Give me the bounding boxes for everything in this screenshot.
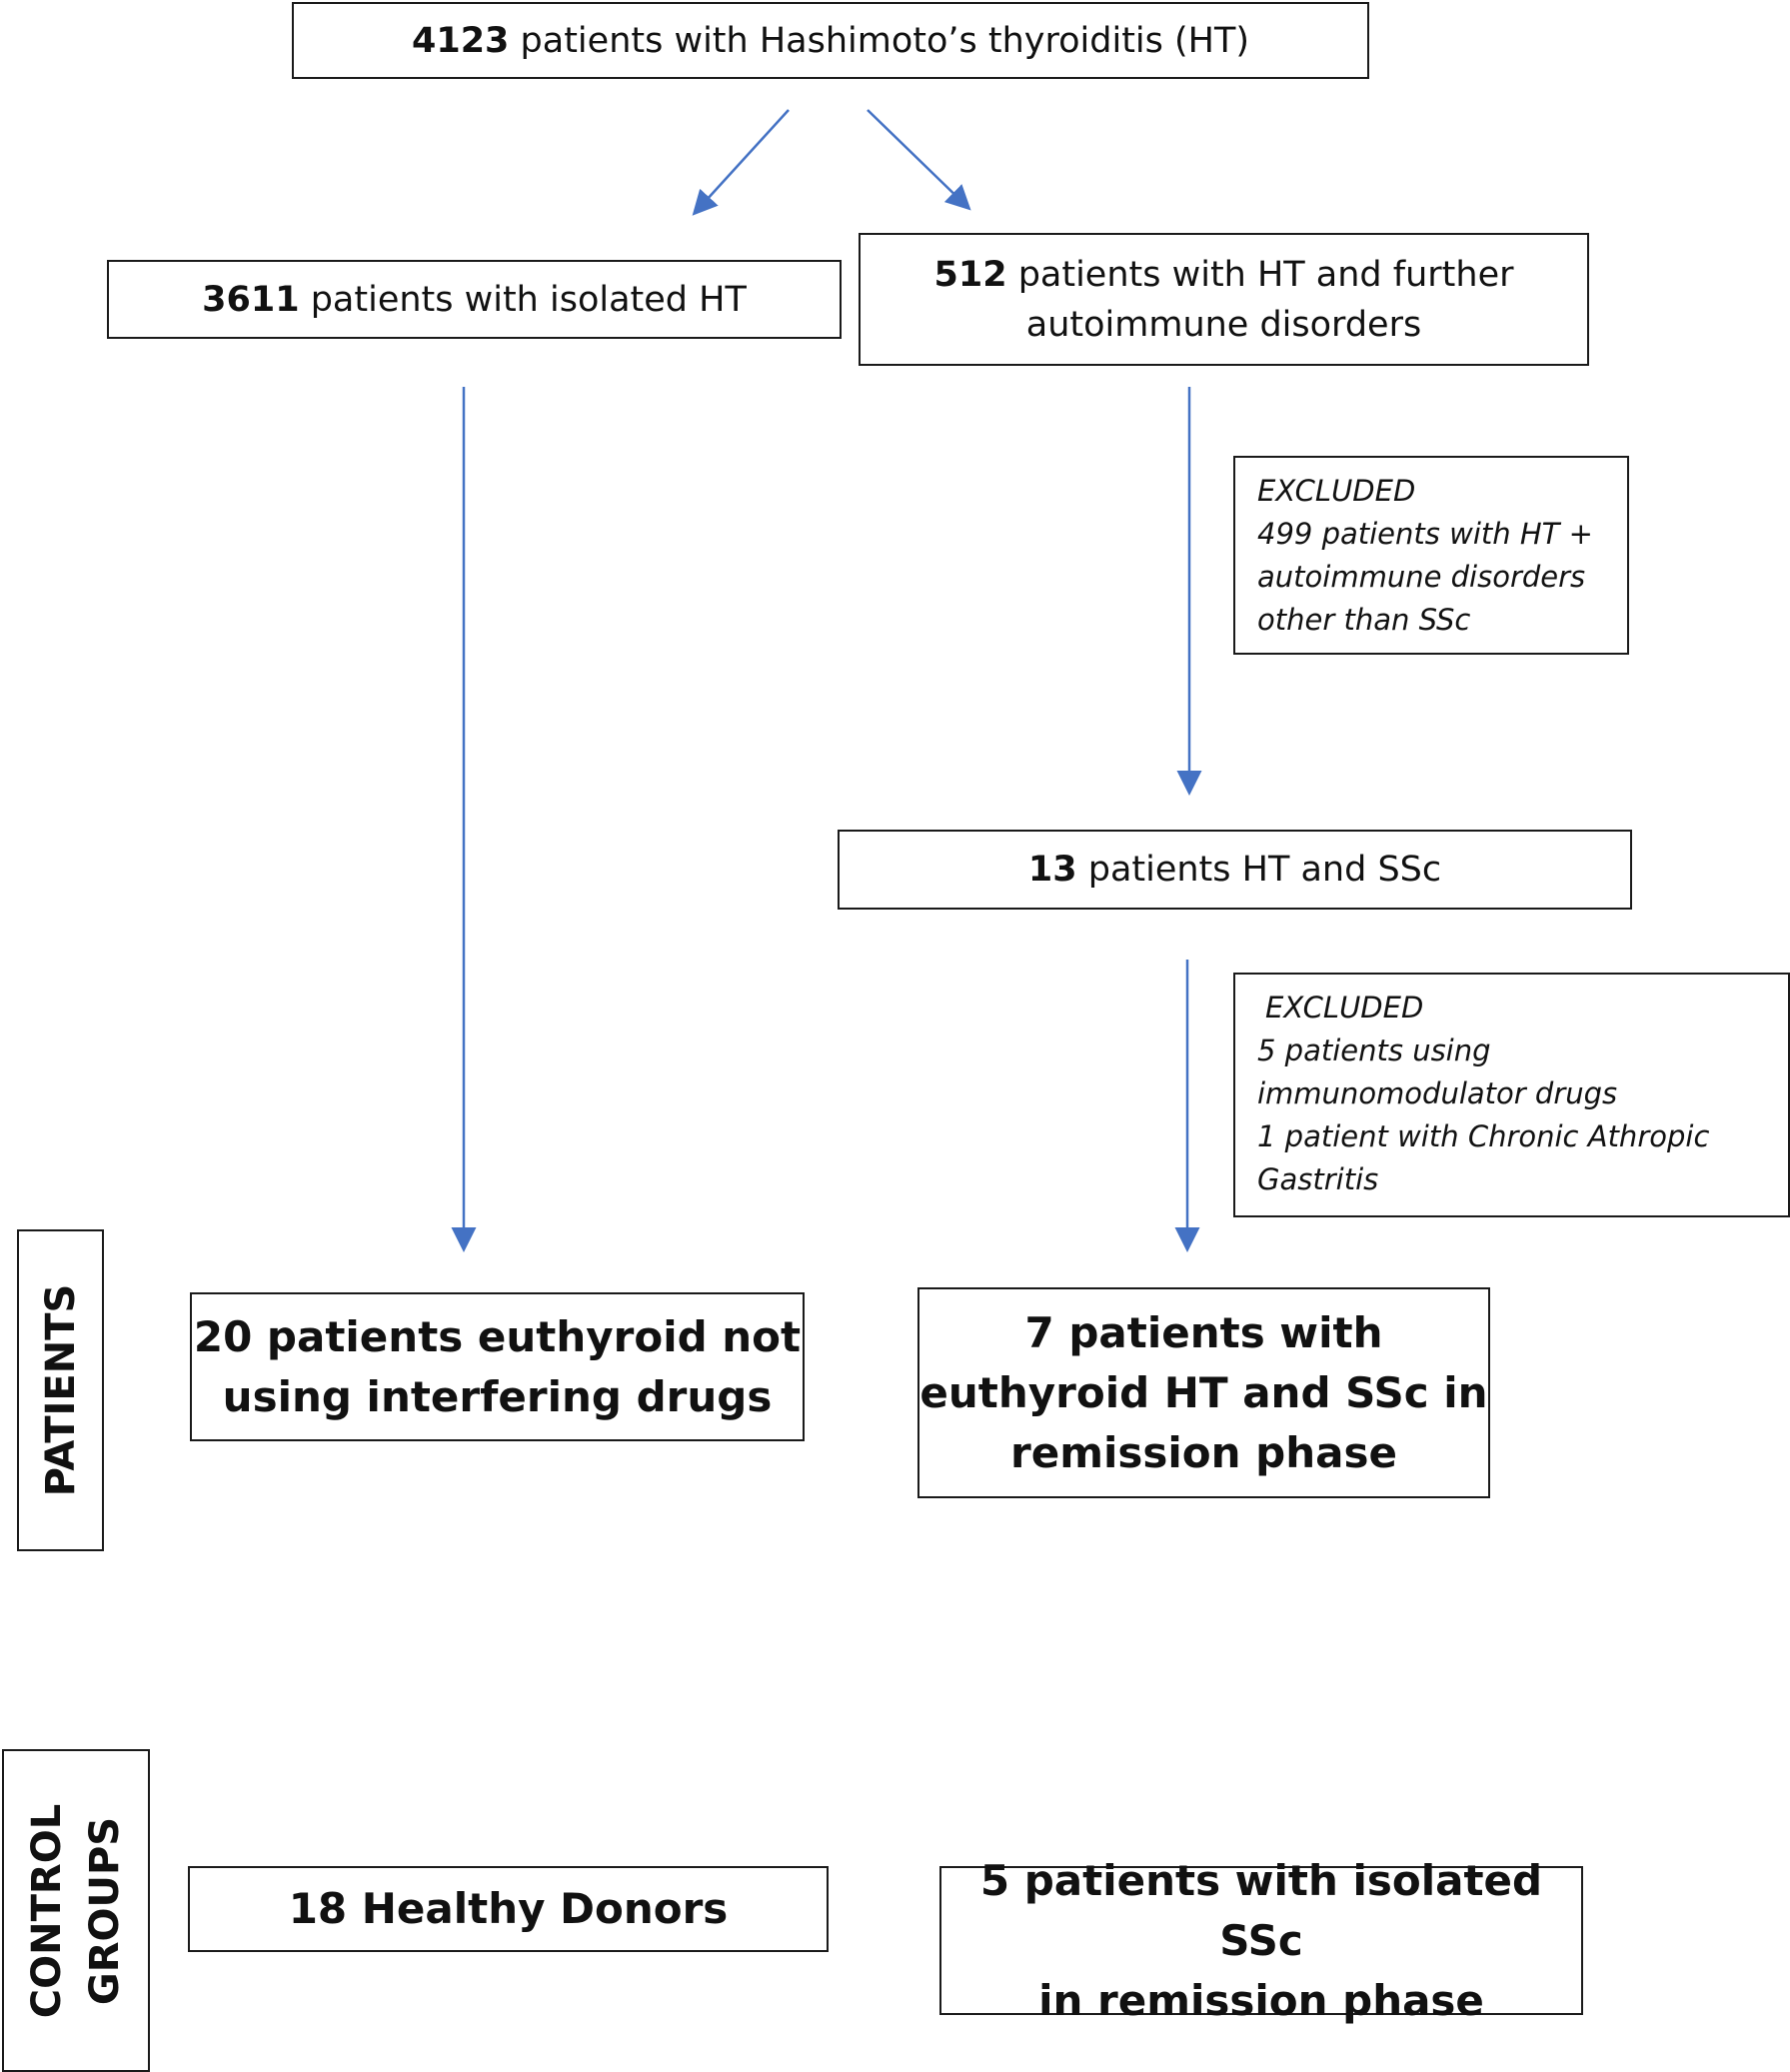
euthyroid20-line1: 20 patients euthyroid not — [193, 1311, 802, 1361]
control-label-line1: CONTROL — [24, 1803, 70, 2018]
box-isolated-ssc: 5 patients with isolated SSc in remissio… — [939, 1856, 1583, 2025]
box-ht-ssc: 13 patients HT and SSc — [838, 830, 1632, 910]
box-excluded-1: EXCLUDED 499 patients with HT + autoimmu… — [1233, 456, 1629, 655]
further-line1: patients with HT and further — [1017, 254, 1514, 295]
control-label-line2: GROUPS — [82, 1816, 128, 2005]
box-further-autoimmune: 512 patients with HT and further autoimm… — [859, 233, 1589, 366]
excluded1-line: autoimmune disorders — [1257, 560, 1586, 594]
euthyroid7-line2: euthyroid HT and SSc in — [919, 1367, 1488, 1417]
euthyroid7-line3: remission phase — [1010, 1427, 1397, 1477]
patients-label: PATIENTS — [37, 1283, 84, 1497]
isolated-text: patients with isolated HT — [310, 279, 747, 320]
excluded1-header: EXCLUDED — [1257, 474, 1416, 508]
arrow-to-further — [867, 109, 971, 211]
excluded2-line: immunomodulator drugs — [1257, 1076, 1618, 1110]
isolated-ssc-line1: 5 patients with isolated SSc — [979, 1855, 1543, 1965]
arrow-to-isolated — [692, 109, 790, 216]
isolated-ssc-line2: in remission phase — [1038, 1975, 1484, 2025]
excluded2-line: 1 patient with Chronic Athropic — [1257, 1119, 1710, 1153]
euthyroid20-line2: using interfering drugs — [222, 1371, 773, 1421]
excluded2-line: Gastritis — [1257, 1162, 1379, 1196]
euthyroid7-line1: 7 patients with — [1024, 1307, 1383, 1357]
htssc-count: 13 — [1027, 850, 1077, 890]
further-line2: autoimmune disorders — [1025, 304, 1422, 345]
box-euthyroid-20: 20 patients euthyroid not using interfer… — [190, 1292, 805, 1441]
isolated-count: 3611 — [202, 279, 300, 320]
total-text: patients with Hashimoto’s thyroiditis (H… — [520, 20, 1250, 61]
total-count: 4123 — [411, 20, 510, 61]
box-euthyroid-7: 7 patients with euthyroid HT and SSc in … — [917, 1287, 1490, 1498]
patients-label-box: PATIENTS — [17, 1229, 104, 1551]
further-count: 512 — [933, 254, 1007, 295]
box-isolated-ht: 3611 patients with isolated HT — [107, 260, 842, 339]
htssc-text: patients HT and SSc — [1087, 850, 1442, 890]
control-groups-label-box: CONTROL GROUPS — [2, 1749, 150, 2072]
excluded2-line: 5 patients using — [1257, 1034, 1491, 1067]
excluded1-line: 499 patients with HT + — [1257, 517, 1593, 551]
excluded2-header: EXCLUDED — [1265, 991, 1424, 1025]
box-healthy-donors: 18 Healthy Donors — [188, 1866, 829, 1952]
box-excluded-2: EXCLUDED 5 patients using immunomodulato… — [1233, 973, 1790, 1217]
box-total-ht: 4123 patients with Hashimoto’s thyroidit… — [292, 2, 1369, 79]
control-groups-label: CONTROL GROUPS — [18, 1803, 134, 2017]
excluded1-line: other than SSc — [1257, 603, 1471, 637]
healthy-text: 18 Healthy Donors — [288, 1884, 729, 1933]
